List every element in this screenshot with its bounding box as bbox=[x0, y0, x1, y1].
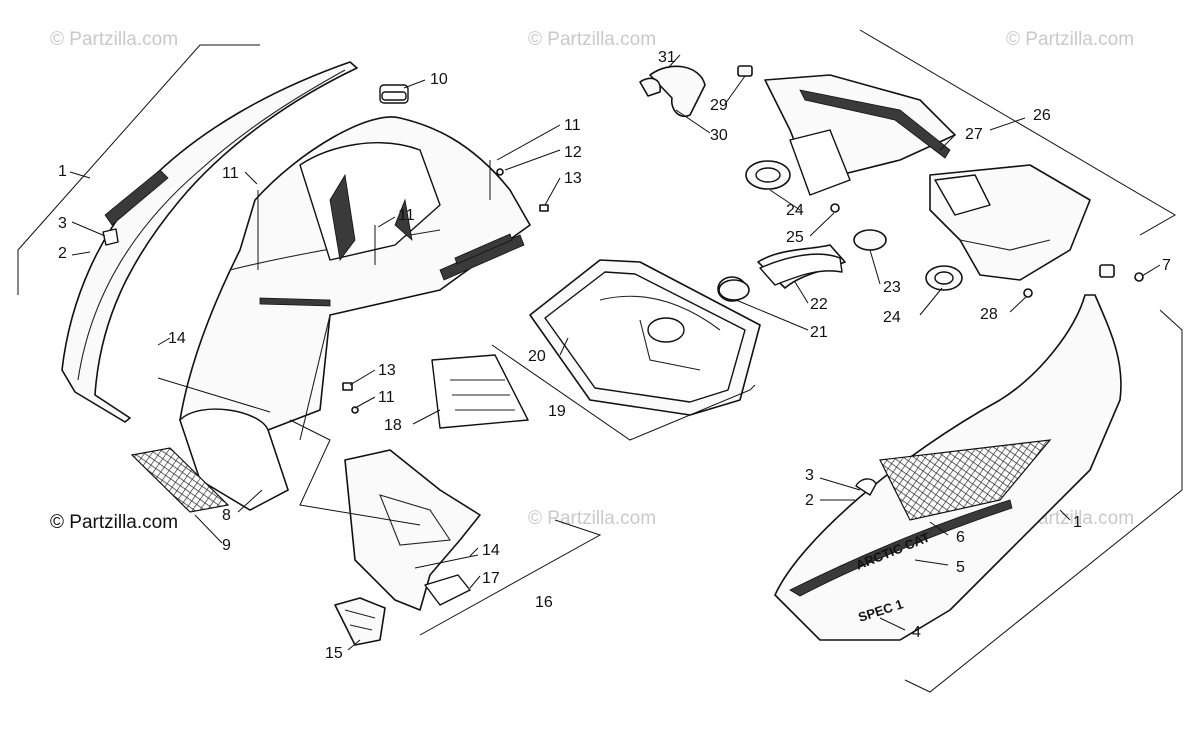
callout-29: 29 bbox=[710, 97, 728, 114]
callout-9: 9 bbox=[222, 537, 231, 554]
callout-21: 21 bbox=[810, 324, 828, 341]
callout-4: 4 bbox=[912, 624, 921, 641]
callout-11-a: 11 bbox=[564, 117, 581, 134]
lower-insert bbox=[431, 354, 529, 429]
callout-30: 30 bbox=[710, 127, 728, 144]
callout-13-b: 13 bbox=[378, 362, 396, 379]
watermark-top-center: © Partzilla.com bbox=[528, 29, 656, 50]
left-side-panel bbox=[61, 61, 358, 423]
watermark-mid-center: © Partzilla.com bbox=[528, 508, 656, 529]
callout-19: 19 bbox=[548, 403, 566, 420]
leader-lines bbox=[69, 54, 1161, 651]
callout-26: 26 bbox=[1033, 107, 1051, 124]
callout-numbers: 1 3 2 10 11 12 13 11 11 14 13 11 18 8 9 … bbox=[58, 49, 1171, 662]
callout-22: 22 bbox=[810, 296, 828, 313]
callout-16: 16 bbox=[535, 594, 553, 611]
callout-15: 15 bbox=[325, 645, 343, 662]
lower-nose bbox=[334, 449, 481, 646]
callout-10: 10 bbox=[430, 71, 448, 88]
upper-intake-duct bbox=[639, 65, 956, 196]
callout-14-b: 14 bbox=[482, 542, 500, 559]
callout-7: 7 bbox=[1162, 257, 1171, 274]
callout-13-a: 13 bbox=[564, 170, 582, 187]
callout-14-a: 14 bbox=[168, 330, 186, 347]
callout-3-left: 3 bbox=[58, 215, 67, 232]
callout-28: 28 bbox=[980, 306, 998, 323]
callout-11-b: 11 bbox=[222, 165, 239, 182]
callout-23: 23 bbox=[883, 279, 901, 296]
nose-screen bbox=[130, 447, 230, 513]
right-side-panel: ARCTIC CAT SPEC 1 bbox=[774, 294, 1122, 641]
callout-1-left: 1 bbox=[58, 163, 67, 180]
group-brackets bbox=[17, 29, 1183, 693]
callout-12: 12 bbox=[564, 144, 582, 161]
callout-1-right: 1 bbox=[1073, 514, 1082, 531]
callout-24-b: 24 bbox=[786, 202, 804, 219]
fasteners bbox=[157, 160, 549, 569]
watermark-top-right: © Partzilla.com bbox=[1006, 29, 1134, 50]
callout-3-right: 3 bbox=[805, 467, 814, 484]
callout-20: 20 bbox=[528, 348, 546, 365]
callout-27: 27 bbox=[965, 126, 983, 143]
callout-11-c: 11 bbox=[398, 207, 415, 224]
watermark-top-left: © Partzilla.com bbox=[50, 29, 178, 50]
callout-11-d: 11 bbox=[378, 389, 395, 406]
lower-intake-duct bbox=[718, 164, 1144, 301]
callout-2-left: 2 bbox=[58, 245, 67, 262]
callout-8: 8 bbox=[222, 507, 231, 524]
callout-18: 18 bbox=[384, 417, 402, 434]
callout-5: 5 bbox=[956, 559, 965, 576]
callout-31: 31 bbox=[658, 49, 676, 66]
watermark-mid-left: © Partzilla.com bbox=[50, 512, 178, 533]
callout-6: 6 bbox=[956, 529, 965, 546]
callout-25: 25 bbox=[786, 229, 804, 246]
callout-17: 17 bbox=[482, 570, 500, 587]
callout-2-right: 2 bbox=[805, 492, 814, 509]
front-hood bbox=[179, 84, 531, 511]
callout-24-a: 24 bbox=[883, 309, 901, 326]
